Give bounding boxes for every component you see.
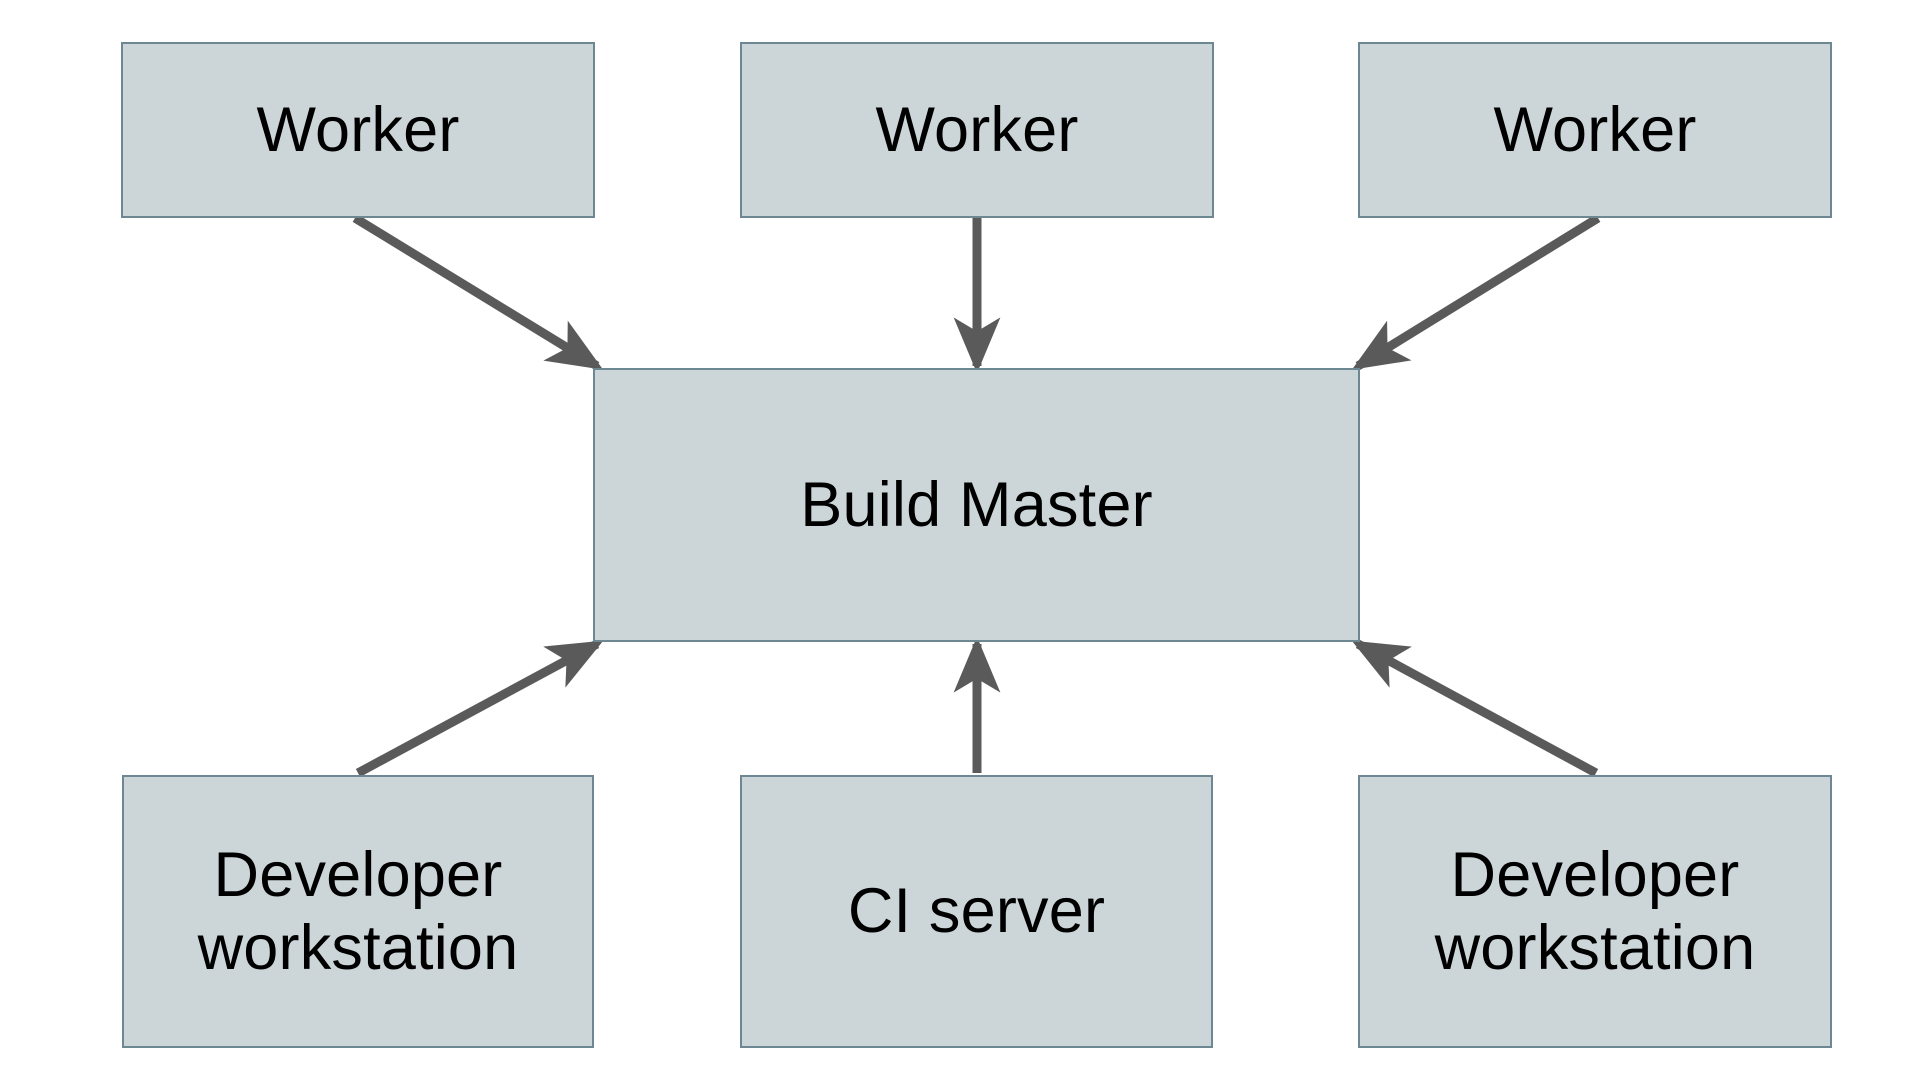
node-worker-1[interactable]: Worker: [121, 42, 595, 218]
edge-worker-3-to-build-master: [1351, 214, 1601, 370]
node-build-master-label: Build Master: [800, 469, 1153, 540]
edge-developer-workstation-right-to-build-master: [1351, 640, 1599, 777]
node-worker-3[interactable]: Worker: [1358, 42, 1832, 218]
node-developer-workstation-right-label: Developer workstation: [1434, 840, 1756, 983]
node-ci-server-label: CI server: [847, 876, 1106, 947]
node-worker-1-label: Worker: [256, 94, 460, 165]
edge-developer-workstation-left-to-build-master: [355, 640, 604, 777]
node-build-master[interactable]: Build Master: [593, 368, 1360, 642]
node-developer-workstation-left[interactable]: Developer workstation: [122, 775, 594, 1048]
node-worker-3-label: Worker: [1493, 94, 1697, 165]
node-developer-workstation-right[interactable]: Developer workstation: [1358, 775, 1832, 1048]
node-developer-workstation-left-label: Developer workstation: [197, 840, 519, 983]
edge-worker-1-to-build-master: [352, 214, 604, 370]
node-worker-2-label: Worker: [875, 94, 1079, 165]
node-ci-server[interactable]: CI server: [740, 775, 1213, 1048]
node-worker-2[interactable]: Worker: [740, 42, 1214, 218]
